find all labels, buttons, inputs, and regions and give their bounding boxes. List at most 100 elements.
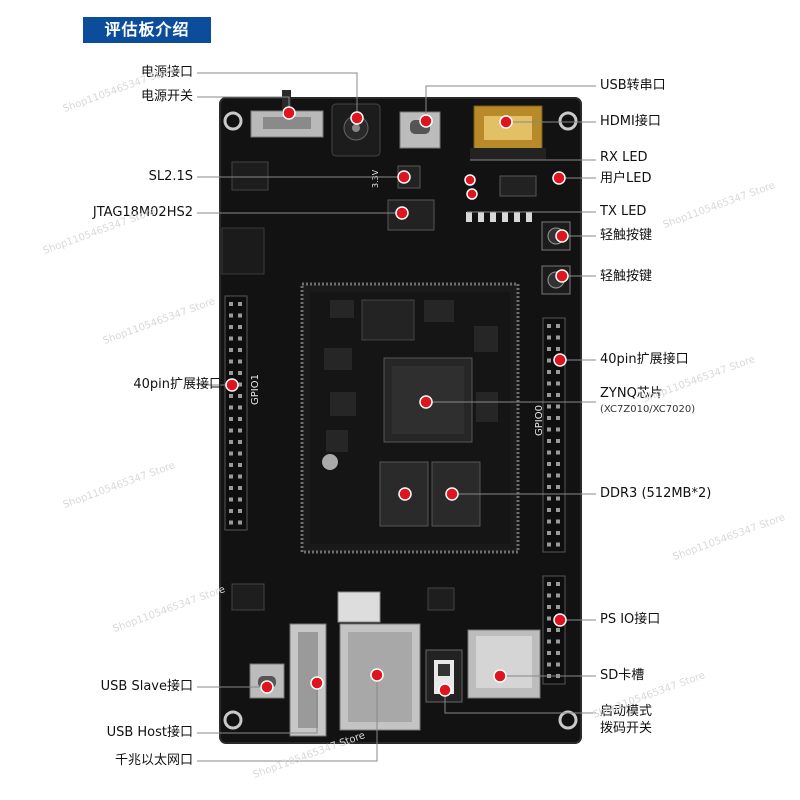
header-pin xyxy=(229,463,233,467)
header-pin xyxy=(229,451,233,456)
header-pin xyxy=(229,348,233,352)
header-pin xyxy=(556,416,560,420)
header-pin xyxy=(238,348,242,352)
header-pin xyxy=(229,509,233,513)
header-pin xyxy=(556,496,560,501)
header-pin xyxy=(238,520,242,525)
header-pin xyxy=(556,450,560,455)
power-switch xyxy=(250,90,324,138)
header-pin xyxy=(556,462,560,466)
header-pin xyxy=(556,508,560,512)
header-pin xyxy=(238,451,242,456)
header-pin xyxy=(547,628,551,632)
header-pin xyxy=(547,335,551,340)
header-pin xyxy=(229,359,233,364)
label-boot-mode-line1: 启动模式 xyxy=(600,704,653,719)
header-pin xyxy=(556,381,560,386)
ps-io-header xyxy=(542,575,566,685)
header-pin xyxy=(556,427,560,432)
header-pin xyxy=(556,531,560,535)
header-pin xyxy=(547,593,551,598)
header-pin xyxy=(547,347,551,351)
callout-markers xyxy=(225,106,569,697)
label-rx-led: RX LED xyxy=(600,150,648,165)
header-pin xyxy=(556,439,560,443)
label-tx-led: TX LED xyxy=(600,204,647,219)
header-pin xyxy=(229,405,233,410)
header-pin xyxy=(238,302,242,306)
header-pin xyxy=(547,439,551,443)
page-title: 评估板介绍 xyxy=(83,17,211,43)
hdmi-connector xyxy=(470,105,546,160)
gpio0-header xyxy=(542,317,566,553)
header-pin xyxy=(547,519,551,524)
header-pin xyxy=(556,639,560,644)
header-pin xyxy=(229,325,233,329)
header-pin xyxy=(547,370,551,374)
header-pin xyxy=(229,371,233,375)
label-button-1: 轻触按键 xyxy=(600,228,653,243)
header-pin xyxy=(547,582,551,586)
header-pin xyxy=(238,509,242,513)
header-pin xyxy=(556,662,560,667)
header-pin xyxy=(238,417,242,421)
header-pin xyxy=(238,371,242,375)
header-pin xyxy=(238,394,242,398)
header-pin xyxy=(229,440,233,444)
header-pin xyxy=(547,542,551,547)
header-pin xyxy=(547,531,551,535)
gpio1-silkscreen: GPIO1 xyxy=(250,374,261,405)
mounting-holes xyxy=(223,111,578,730)
header-pin xyxy=(238,463,242,467)
label-expansion-right: 40pin扩展接口 xyxy=(600,352,689,367)
label-button-2: 轻触按键 xyxy=(600,269,653,284)
header-pin xyxy=(556,404,560,409)
header-pin xyxy=(229,302,233,306)
header-pin xyxy=(547,651,551,655)
header-pin xyxy=(556,347,560,351)
label-sd-slot: SD卡槽 xyxy=(600,668,645,683)
header-pin xyxy=(556,519,560,524)
header-pin xyxy=(229,417,233,421)
header-pin xyxy=(238,428,242,433)
label-power-switch: 电源开关 xyxy=(140,89,193,104)
label-ethernet: 千兆以太网口 xyxy=(114,753,193,768)
header-pin xyxy=(556,473,560,478)
label-usb-host: USB Host接口 xyxy=(106,725,193,740)
header-pin xyxy=(556,628,560,632)
header-pin xyxy=(547,605,551,609)
core-module xyxy=(300,282,520,554)
header-pin xyxy=(238,359,242,364)
header-pin xyxy=(547,450,551,455)
header-pin xyxy=(229,428,233,433)
header-pin xyxy=(556,370,560,374)
header-pin xyxy=(547,485,551,489)
header-pin xyxy=(547,662,551,667)
header-pin xyxy=(547,473,551,478)
header-pin xyxy=(229,520,233,525)
header-pin xyxy=(229,497,233,502)
header-pin xyxy=(238,325,242,329)
header-pin xyxy=(238,313,242,318)
label-boot-mode-line2: 拨码开关 xyxy=(600,721,653,736)
label-ps-io: PS IO接口 xyxy=(600,612,661,627)
label-ddr3: DDR3 (512MB*2) xyxy=(600,486,712,501)
header-pin xyxy=(238,474,242,479)
dc-power-jack xyxy=(331,103,381,157)
label-power-port: 电源接口 xyxy=(140,65,193,80)
header-pin xyxy=(547,358,551,363)
header-pin xyxy=(556,605,560,609)
header-pin xyxy=(238,440,242,444)
label-zynq-sub: (XC7Z010/XC7020) xyxy=(600,404,696,415)
header-pin xyxy=(547,616,551,621)
header-pin xyxy=(547,324,551,328)
header-pin xyxy=(238,336,242,341)
voltage-silkscreen: 3.3V xyxy=(371,169,380,188)
header-pin xyxy=(238,405,242,410)
header-pin xyxy=(556,542,560,547)
header-pin xyxy=(547,462,551,466)
label-user-led: 用户LED xyxy=(600,171,652,186)
header-pin xyxy=(238,486,242,490)
header-pin xyxy=(556,324,560,328)
gpio0-silkscreen: GPIO0 xyxy=(534,405,545,436)
